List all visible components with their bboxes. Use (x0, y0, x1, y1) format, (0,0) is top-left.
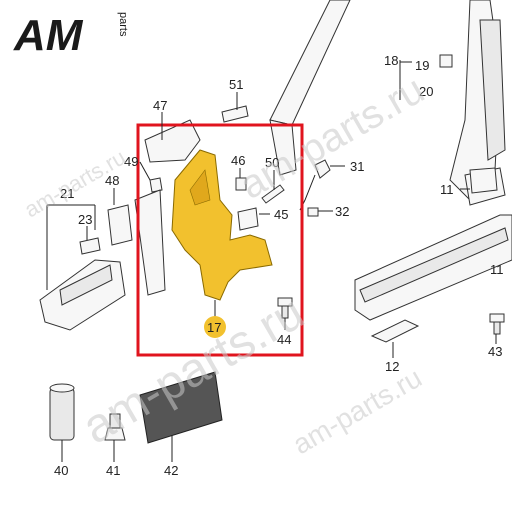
panel-48-part (107, 204, 133, 246)
pad-42-part (139, 371, 223, 444)
plug-41-part (104, 413, 126, 441)
callout-48: 48 (105, 173, 119, 188)
callout-50: 50 (265, 155, 279, 170)
plate-51-part (221, 105, 249, 123)
logo-am-text: AM (13, 11, 84, 60)
a-pillar-lower-panel-highlighted (171, 149, 273, 301)
callout-43: 43 (488, 344, 502, 359)
callout-18: 18 (384, 53, 398, 68)
callout-19: 19 (415, 58, 429, 73)
am-parts-logo: AM parts (13, 11, 129, 60)
callout-17: 17 (207, 320, 221, 335)
callout-labels: 17 21 23 48 49 47 51 46 50 45 31 32 44 1… (54, 53, 504, 478)
connector-31-part (299, 159, 331, 211)
callout-32: 32 (335, 204, 349, 219)
clip-46-part (235, 177, 247, 191)
callout-40: 40 (54, 463, 68, 478)
bracket-12-part (370, 319, 420, 343)
bracket-23-part (79, 237, 101, 255)
callout-20: 20 (419, 84, 433, 99)
watermark-2: am-parts.ru (233, 67, 432, 207)
highlight-frame (136, 123, 304, 357)
callout-49: 49 (124, 154, 138, 169)
callout-41: 41 (106, 463, 120, 478)
inner-panel-part (134, 189, 166, 296)
callout-51: 51 (229, 77, 243, 92)
bracket-47-part (144, 119, 201, 163)
callout-23: 23 (78, 212, 92, 227)
clip-49-part (149, 177, 163, 193)
callout-12: 12 (385, 359, 399, 374)
logo-parts-text: parts (117, 12, 129, 37)
watermark-4: am-parts.ru (288, 362, 427, 460)
bracket-45-part (237, 207, 259, 231)
badge-17 (204, 316, 226, 338)
callout-46: 46 (231, 153, 245, 168)
clip-19-part (439, 54, 453, 68)
callout-31: 31 (350, 159, 364, 174)
callout-11-upper: 11 (440, 182, 454, 197)
callout-21: 21 (60, 186, 74, 201)
callout-44: 44 (277, 332, 291, 347)
cylinder-40-part (49, 383, 75, 441)
rail-21-part (39, 259, 126, 331)
bolt-43-part (489, 313, 505, 335)
leader-lines (46, 60, 497, 462)
callout-42: 42 (164, 463, 178, 478)
callout-45: 45 (274, 207, 288, 222)
body-side-pillar (269, 0, 506, 201)
clip-32-part (307, 207, 319, 217)
callout-47: 47 (153, 98, 167, 113)
callout-11-lower: 11 (490, 262, 504, 277)
bracket-11-part (469, 167, 498, 194)
